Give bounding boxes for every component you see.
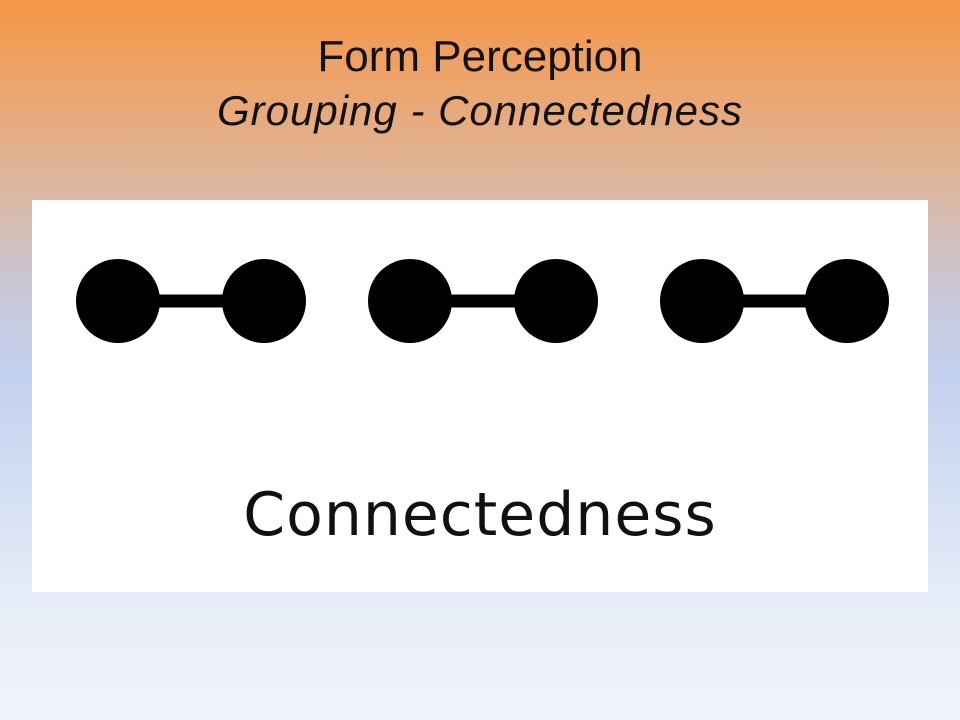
dot — [660, 259, 744, 343]
dot — [368, 259, 452, 343]
dot-pair-3 — [660, 259, 889, 343]
dot-pair-1 — [76, 259, 306, 343]
figure-caption: Connectedness — [243, 480, 717, 550]
dot — [76, 259, 160, 343]
slide-title: Form Perception — [317, 32, 643, 81]
dot — [222, 259, 306, 343]
dot — [514, 259, 598, 343]
slide-title-block: Form Perception Grouping - Connectedness — [0, 30, 960, 138]
connected-dots-diagram — [76, 259, 889, 343]
dot — [805, 259, 889, 343]
slide-subtitle: Grouping - Connectedness — [217, 87, 743, 134]
connectedness-figure: Connectedness — [32, 200, 928, 592]
dot-pair-2 — [368, 259, 598, 343]
